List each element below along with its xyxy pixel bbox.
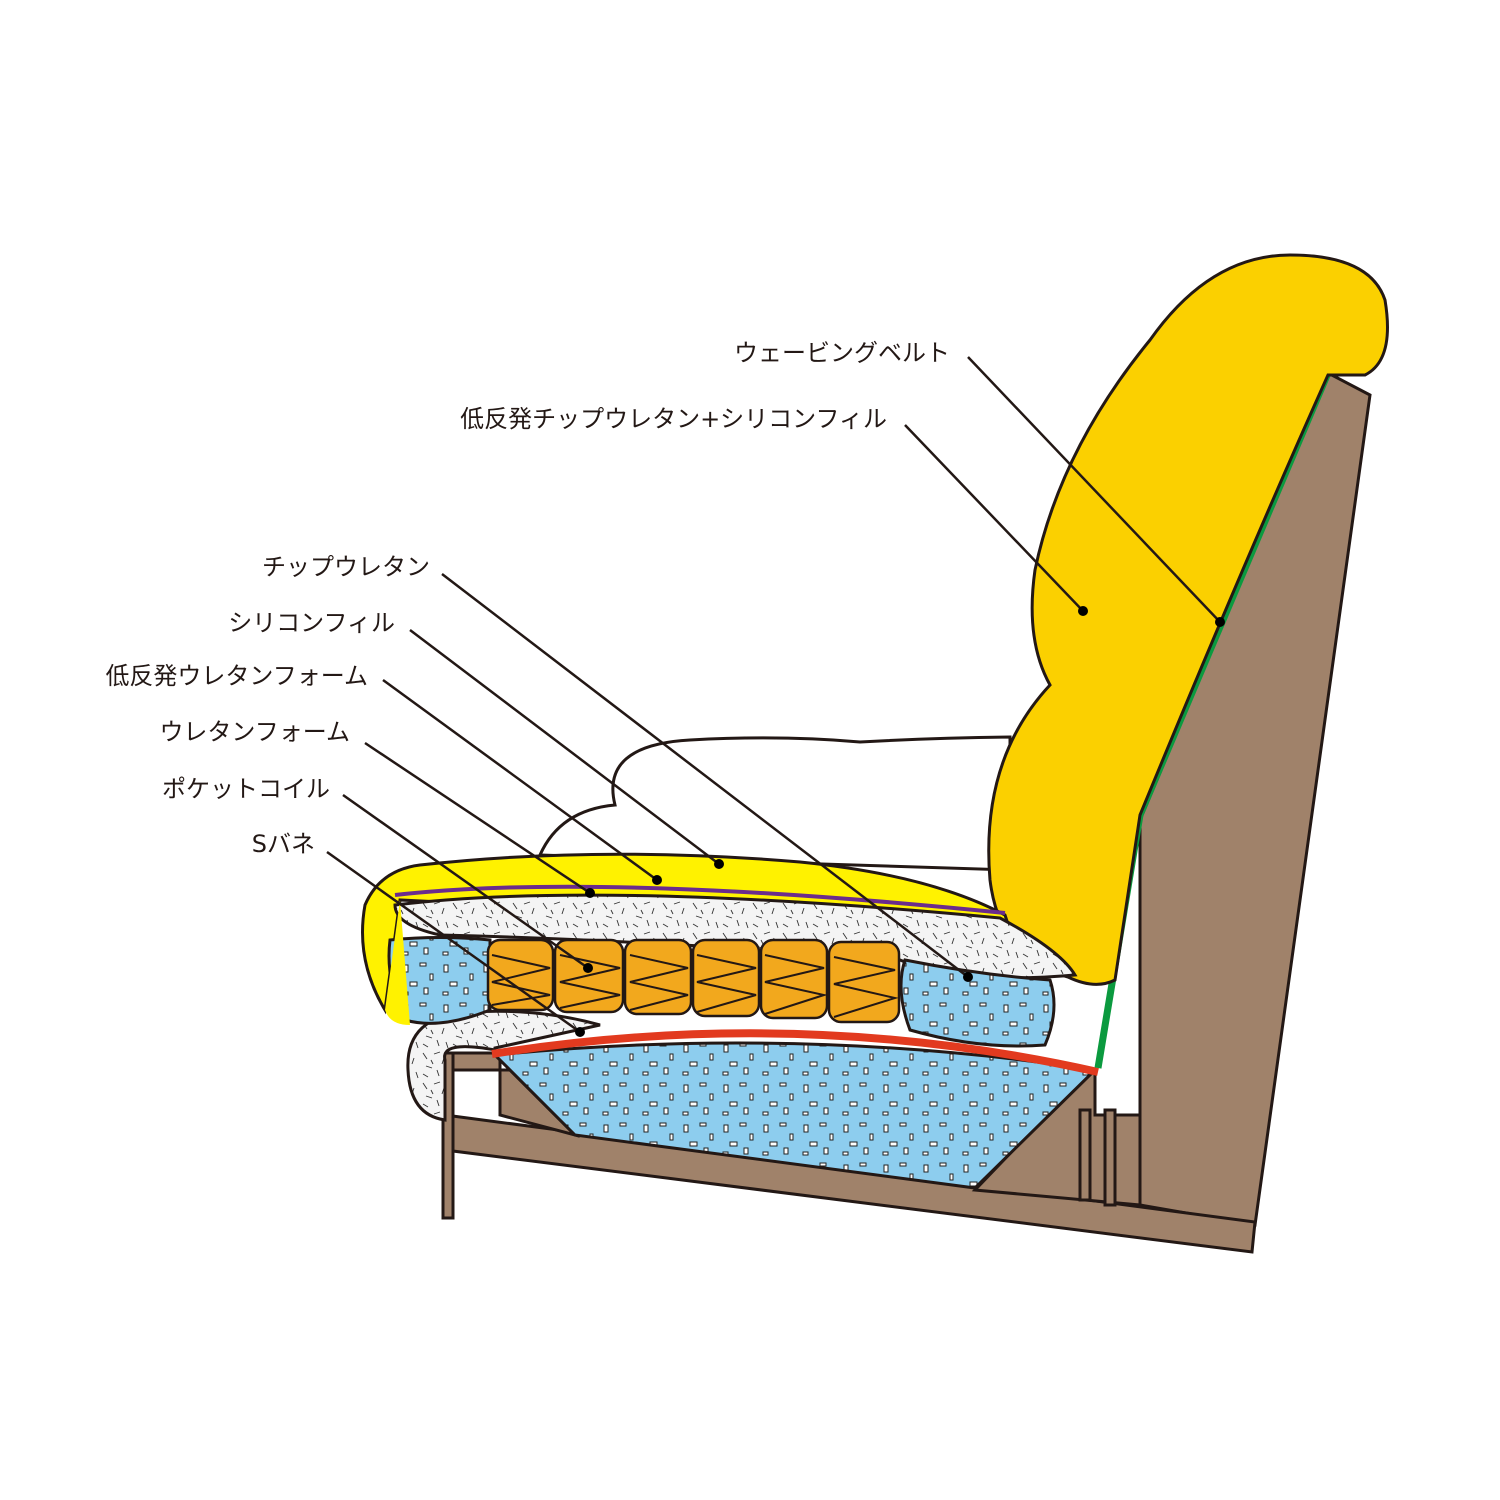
- s-spring: [491, 1029, 1099, 1076]
- leader-lines: [326, 356, 1221, 1034]
- label-urethane-foam: ウレタンフォーム: [159, 718, 350, 746]
- back-cushion: [987, 253, 1389, 986]
- pocket-coils: [486, 938, 901, 1024]
- label-low-rebound-chip-silicone: 低反発チップウレタン+シリコンフィル: [460, 405, 887, 433]
- leader-dots: [575, 606, 1225, 1037]
- seat-cushion: [361, 852, 1078, 1048]
- label-chip-urethane: チップウレタン: [262, 553, 430, 581]
- label-silicone-fill: シリコンフィル: [228, 609, 395, 637]
- label-low-rebound-foam: 低反発ウレタンフォーム: [105, 662, 368, 690]
- front-silicone-pad: [406, 1009, 601, 1122]
- front-leg: [441, 1051, 455, 1220]
- label-pocket-coil: ポケットコイル: [162, 775, 330, 803]
- label-s-spring: Sバネ: [252, 830, 315, 858]
- label-webbing-belt: ウェービングベルト: [734, 339, 950, 367]
- throw-pillow: [537, 735, 1012, 872]
